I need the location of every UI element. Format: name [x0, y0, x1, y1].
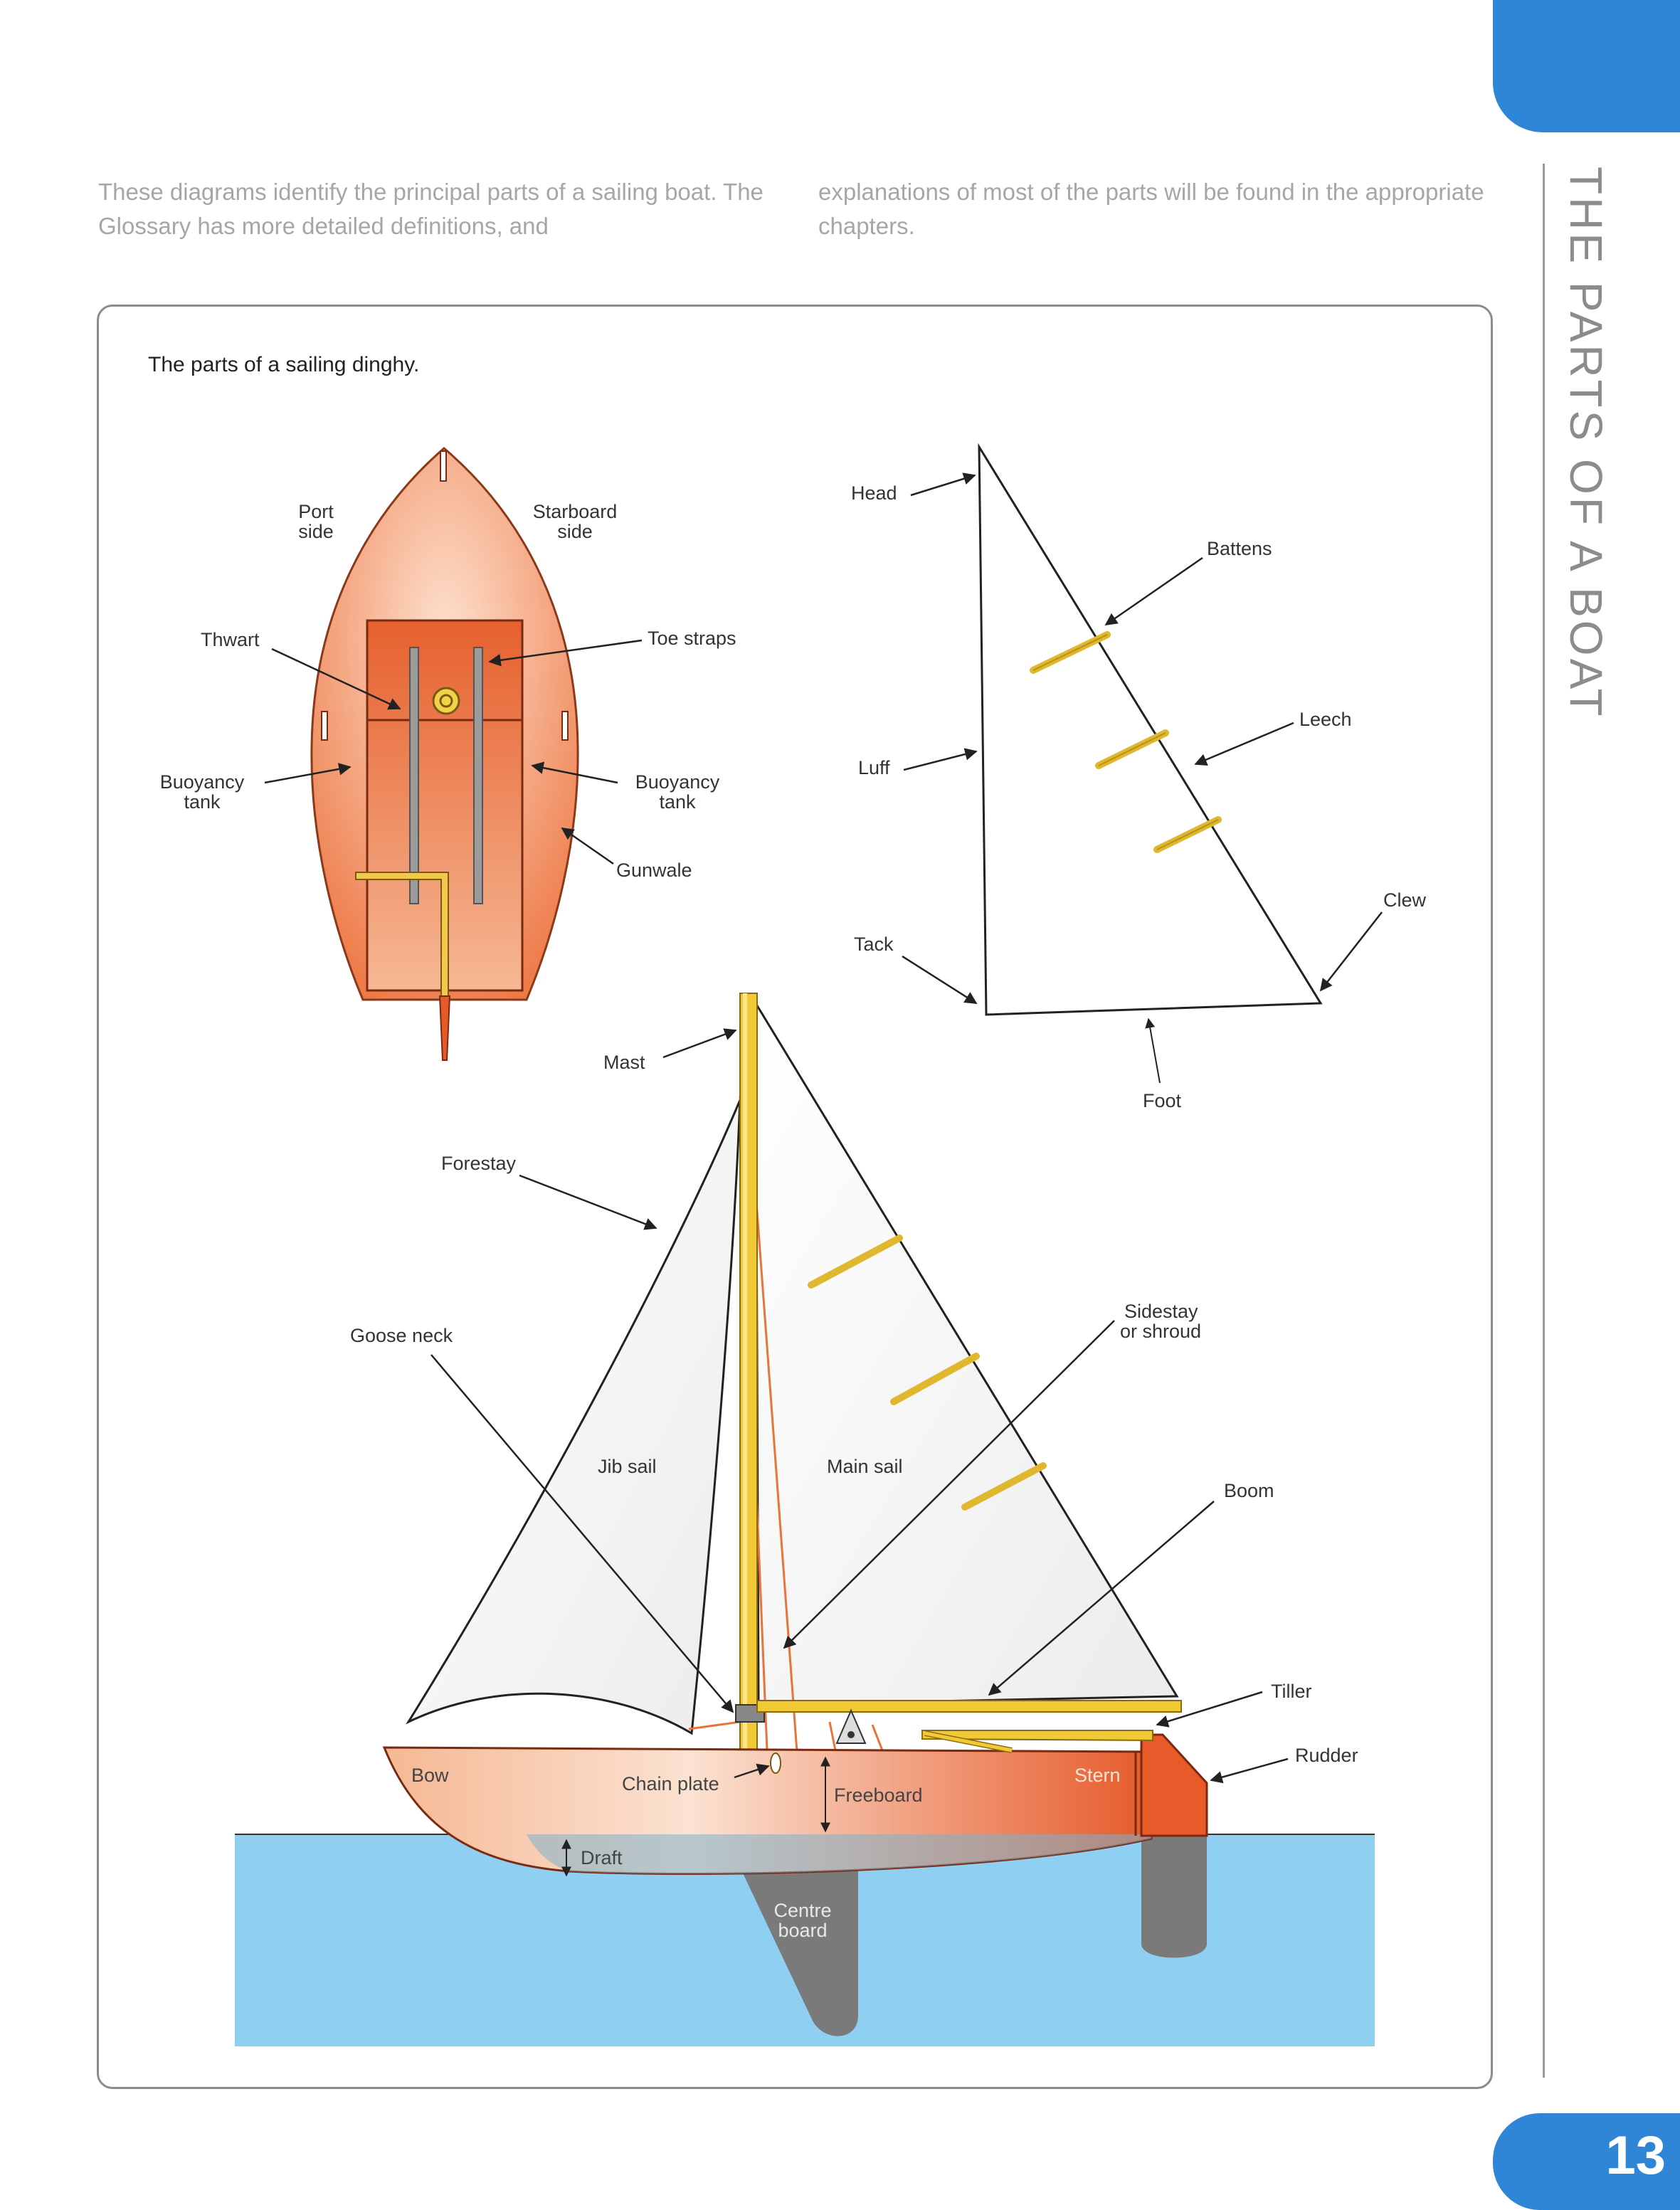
label-buoyancy-tank-left-1: Buoyancy: [160, 771, 245, 793]
label-boom: Boom: [1224, 1480, 1274, 1501]
label-luff: Luff: [858, 757, 890, 778]
label-forestay: Forestay: [441, 1153, 517, 1174]
label-mast: Mast: [603, 1052, 645, 1073]
label-buoyancy-tank-right-2: tank: [659, 791, 696, 813]
label-rudder: Rudder: [1295, 1745, 1358, 1766]
rudder-blade: [1141, 1829, 1207, 1958]
label-buoyancy-tank-left-2: tank: [184, 791, 221, 813]
label-port-side-1: Port: [298, 501, 334, 522]
page-number-tab: 13: [1493, 2113, 1680, 2210]
label-starboard-side-1: Starboard: [533, 501, 618, 522]
label-sidestay-2: or shroud: [1120, 1321, 1201, 1342]
label-jib-sail: Jib sail: [598, 1456, 657, 1477]
label-head: Head: [851, 482, 897, 504]
intro-text-right: explanations of most of the parts will b…: [818, 179, 1484, 239]
label-toe-straps: Toe straps: [648, 628, 736, 649]
chain-plate: [770, 1752, 781, 1774]
jib-sail: [406, 1099, 741, 1735]
tiller: [921, 1730, 1153, 1742]
label-centre-board-1: Centre: [773, 1900, 831, 1921]
label-battens: Battens: [1207, 538, 1272, 559]
label-centre-board-2: board: [778, 1920, 827, 1941]
chapter-tab: [1493, 0, 1680, 132]
boom: [756, 1700, 1182, 1713]
main-sail: [754, 999, 1179, 1706]
chapter-title: THE PARTS OF A BOAT: [1560, 166, 1612, 719]
centre-board: [739, 1864, 858, 2036]
label-starboard-side-2: side: [557, 521, 593, 542]
hull-top-view: [310, 447, 579, 1061]
label-main-sail: Main sail: [827, 1456, 903, 1477]
label-draft: Draft: [581, 1847, 623, 1868]
label-buoyancy-tank-right-1: Buoyancy: [635, 771, 720, 793]
label-thwart: Thwart: [201, 629, 260, 650]
label-stern: Stern: [1074, 1765, 1121, 1786]
figure-caption: The parts of a sailing dinghy.: [148, 353, 420, 376]
label-foot: Foot: [1143, 1090, 1182, 1111]
label-tack: Tack: [854, 934, 894, 955]
sail-diagram: [978, 443, 1323, 1016]
label-goose-neck: Goose neck: [350, 1325, 453, 1346]
label-bow: Bow: [411, 1765, 449, 1786]
label-leech: Leech: [1299, 709, 1352, 730]
label-gunwale: Gunwale: [616, 860, 692, 881]
intro-text-left: These diagrams identify the principal pa…: [98, 179, 764, 239]
label-freeboard: Freeboard: [834, 1785, 923, 1806]
mast: [739, 993, 758, 1757]
side-rule: [1543, 164, 1545, 2078]
label-clew: Clew: [1383, 889, 1427, 911]
label-tiller: Tiller: [1271, 1681, 1312, 1702]
label-sidestay-1: Sidestay: [1124, 1301, 1198, 1322]
label-port-side-2: side: [298, 521, 334, 542]
page-number: 13: [1605, 2125, 1666, 2186]
label-chain-plate: Chain plate: [622, 1773, 719, 1794]
